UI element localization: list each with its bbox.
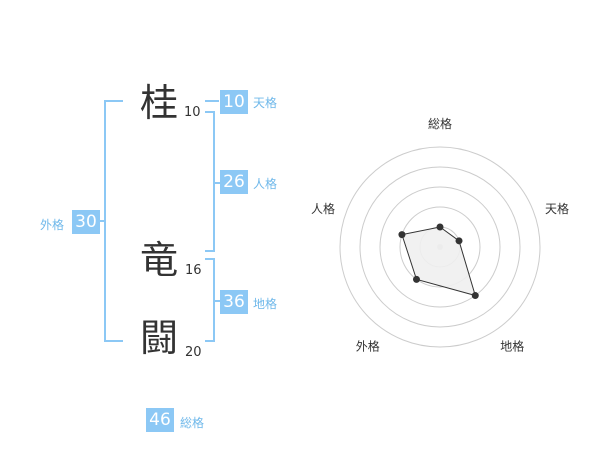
chikaku-bracket	[205, 258, 215, 342]
kanji-1: 桂	[140, 81, 179, 125]
radar-point	[398, 231, 406, 239]
gaikaku-value: 30	[72, 210, 100, 234]
radar-point	[412, 275, 420, 283]
tenkaku-label: 天格	[253, 96, 278, 110]
gaikaku-label: 外格	[40, 218, 65, 232]
kanji-3: 闘	[140, 316, 179, 360]
chikaku-value: 36	[220, 290, 248, 314]
soukaku-label: 総格	[180, 416, 205, 430]
tenkaku-value: 10	[220, 90, 248, 114]
kanji-1-strokes: 10	[184, 105, 201, 120]
jinkaku-value: 26	[220, 170, 248, 194]
radar-ring	[379, 186, 501, 308]
radar-point	[471, 292, 479, 300]
gaikaku-bracket	[104, 100, 123, 342]
radar-series-area	[401, 226, 477, 297]
radar-ring	[359, 166, 521, 328]
gaikaku-connector	[97, 220, 104, 222]
jinkaku-bracket	[205, 111, 215, 252]
radar-ring	[399, 206, 481, 288]
radar-ring	[339, 146, 541, 348]
radar-point	[436, 223, 444, 231]
jinkaku-label: 人格	[253, 177, 278, 191]
kanji-3-strokes: 20	[185, 345, 202, 360]
radar-axis-label: 外格	[356, 339, 380, 354]
kanji-2-strokes: 16	[185, 263, 202, 278]
radar-axis-label: 地格	[500, 339, 524, 354]
jinkaku-connector	[215, 182, 220, 184]
soukaku-value: 46	[146, 408, 174, 432]
kanji-2: 竜	[140, 238, 179, 282]
chikaku-label: 地格	[253, 297, 278, 311]
radar-axis-label: 総格	[428, 116, 452, 131]
radar-axis-label: 天格	[545, 201, 569, 216]
tenkaku-connector	[205, 100, 219, 102]
radar-point	[455, 237, 463, 245]
chikaku-connector	[215, 300, 220, 302]
radar-axis-label: 人格	[311, 201, 335, 216]
